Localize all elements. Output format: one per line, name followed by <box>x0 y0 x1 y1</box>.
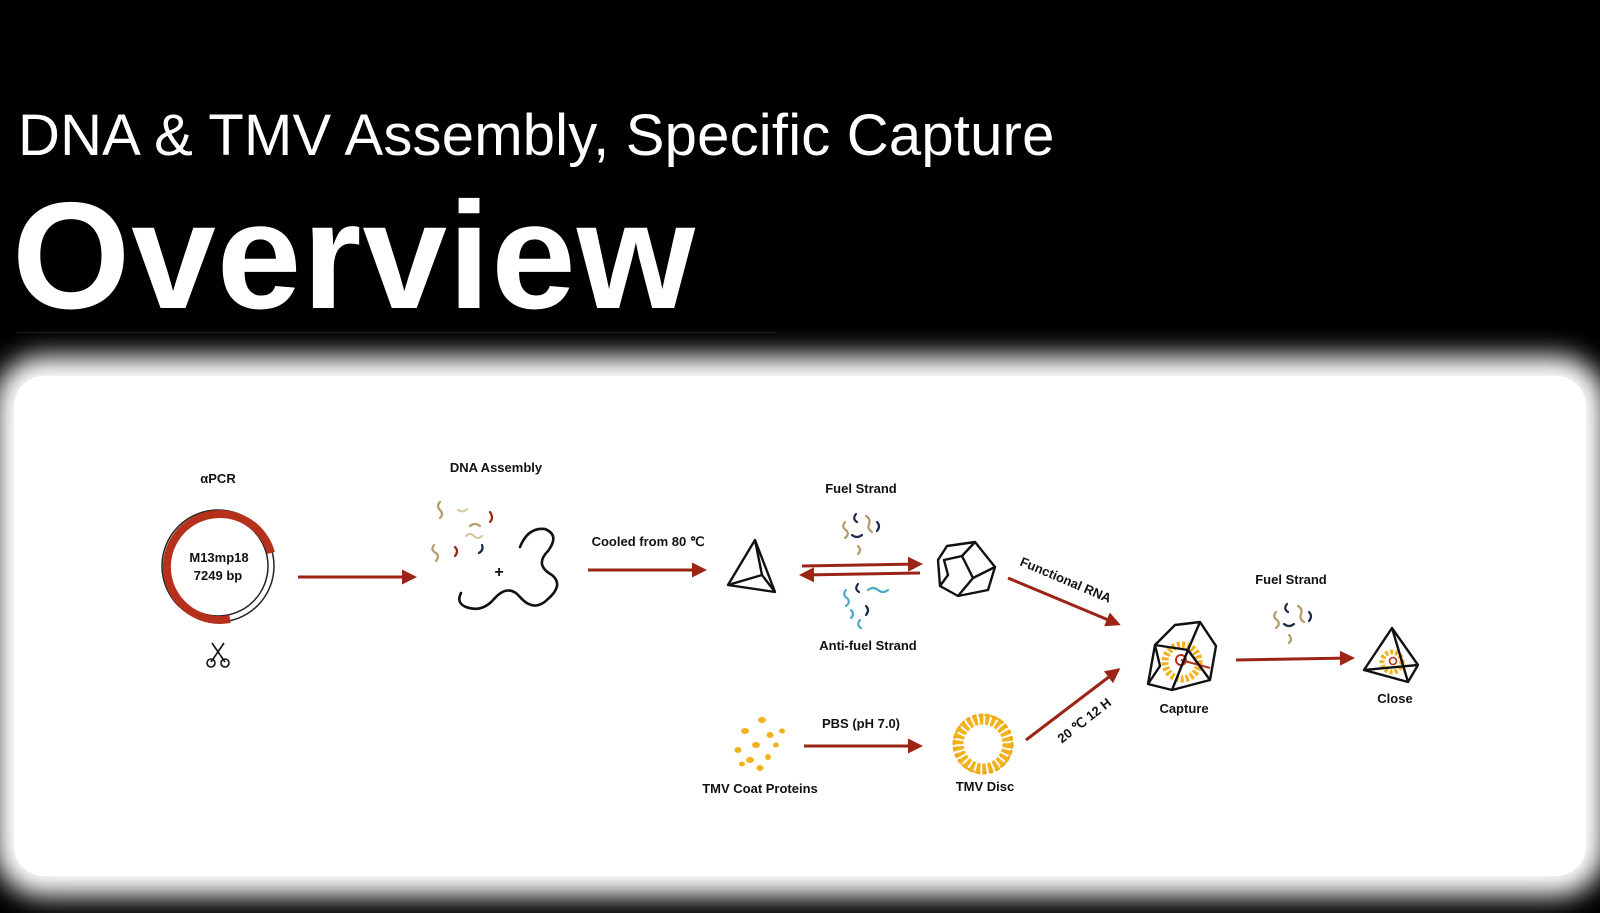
close-label: Close <box>1377 691 1412 706</box>
anti-fuel-strand-label: Anti-fuel Strand <box>819 638 917 653</box>
fuel-strand-label-top: Fuel Strand <box>825 481 897 496</box>
plasmid-node: αPCR M13mp18 7249 bp <box>161 471 275 668</box>
page-title: Overview <box>12 171 696 341</box>
close-node <box>1362 626 1420 684</box>
fuel-strand-label-right: Fuel Strand <box>1255 572 1327 587</box>
tmv-disc-node <box>952 713 1014 775</box>
arrow-temp-time <box>1025 668 1121 742</box>
arrow-functional-rna <box>1007 576 1121 627</box>
plasmid-name: M13mp18 <box>189 550 248 565</box>
cooled-label: Cooled from 80 ℃ <box>592 534 705 549</box>
open-structure-node <box>936 540 997 598</box>
staple-strands <box>431 500 494 563</box>
arrow-fuel-to-close <box>1235 650 1355 666</box>
plasmid-ring <box>162 510 275 624</box>
plasmid-label: αPCR <box>200 471 236 486</box>
fuel-strands-right <box>1273 602 1313 645</box>
pbs-label: PBS (pH 7.0) <box>822 716 900 731</box>
tmv-disc-label: TMV Disc <box>956 779 1015 794</box>
arrow-reverse-equilibrium <box>799 567 921 583</box>
dna-assembly-node: DNA Assembly + <box>431 460 559 611</box>
fuel-strands-top <box>842 512 881 556</box>
coat-proteins-label: TMV Coat Proteins <box>702 781 818 796</box>
plus-sign: + <box>494 564 503 581</box>
subtitle: DNA & TMV Assembly, Specific Capture <box>18 103 1055 168</box>
anti-fuel-strands <box>843 582 890 630</box>
plasmid-size: 7249 bp <box>194 568 242 583</box>
assembly-label: DNA Assembly <box>450 460 543 475</box>
scaffold-strand <box>458 527 559 611</box>
diagram-panel <box>14 376 1586 876</box>
tetrahedron-node <box>726 538 777 594</box>
arrow-forward-equilibrium <box>801 556 923 572</box>
functional-rna-label: Functional RNA <box>1018 554 1114 606</box>
title-divider <box>16 332 776 349</box>
coat-proteins-cluster <box>734 717 785 771</box>
temp-time-label: 20 ℃ 12 H <box>1054 695 1113 746</box>
capture-label: Capture <box>1159 701 1208 716</box>
capture-node <box>1146 620 1218 692</box>
scissors-icon <box>206 642 230 668</box>
